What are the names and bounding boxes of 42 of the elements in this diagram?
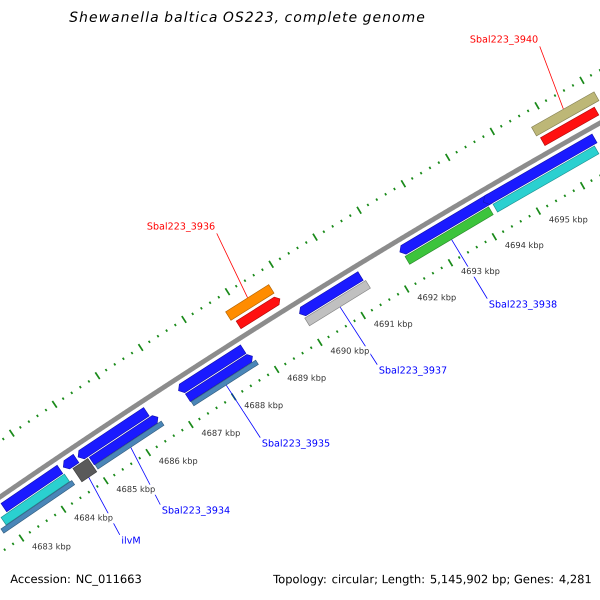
tick-label: 4691 kbp (372, 319, 414, 330)
gene-bar (304, 280, 371, 326)
gene-bar (78, 407, 150, 460)
gene-bar (178, 344, 246, 393)
gene-bar (72, 458, 98, 482)
leader-line (216, 232, 248, 298)
gene-bar (483, 134, 598, 205)
tick-label: 4693 kbp (460, 266, 501, 277)
gene-bar (0, 464, 64, 512)
gene-label: Sbal223_3934 (162, 506, 230, 516)
info-text: Topology: circular; Length: 5,145,902 bp; Genes: 4,281 (273, 574, 591, 586)
leader-line (539, 46, 564, 110)
gene-label: Sbal223_3937 (379, 366, 446, 376)
tick-label: 4695 kbp (548, 215, 589, 226)
leader-line (226, 384, 261, 438)
tick-label: 4687 kbp (200, 428, 242, 439)
gene-label: Sbal223_3936 (147, 222, 215, 232)
tick-label: 4688 kbp (243, 400, 284, 411)
tick-label: 4694 kbp (504, 240, 545, 251)
gene-bar (400, 194, 494, 255)
gene-bar (540, 106, 600, 146)
tick-label: 4684 kbp (73, 513, 114, 524)
leader-line (340, 306, 378, 366)
gene-bar (492, 146, 600, 212)
tick-label: 4685 kbp (115, 484, 156, 495)
gene-bar (62, 454, 80, 470)
gene-bar (185, 354, 253, 402)
gene-bar (299, 271, 364, 316)
tick-label: 4683 kbp (30, 542, 72, 552)
gene-label: Sbal223_3938 (489, 300, 556, 310)
tick-label: 4686 kbp (158, 456, 199, 467)
gene-bar (236, 296, 280, 330)
gene-label: Sbal223_3935 (262, 439, 330, 449)
tick-label: 4690 kbp (329, 346, 370, 356)
gene-bar (225, 284, 274, 321)
tick-label: 4689 kbp (286, 373, 328, 384)
gene-label: ilvM (122, 536, 140, 544)
gene-bar (0, 474, 70, 526)
info-text: Accession: NC_011663 (10, 574, 141, 586)
tick-label: 4692 kbp (416, 292, 458, 304)
gene-label: Sbal223_3940 (470, 35, 538, 45)
title: Shewanella baltica OS223, complete genome (69, 11, 424, 25)
